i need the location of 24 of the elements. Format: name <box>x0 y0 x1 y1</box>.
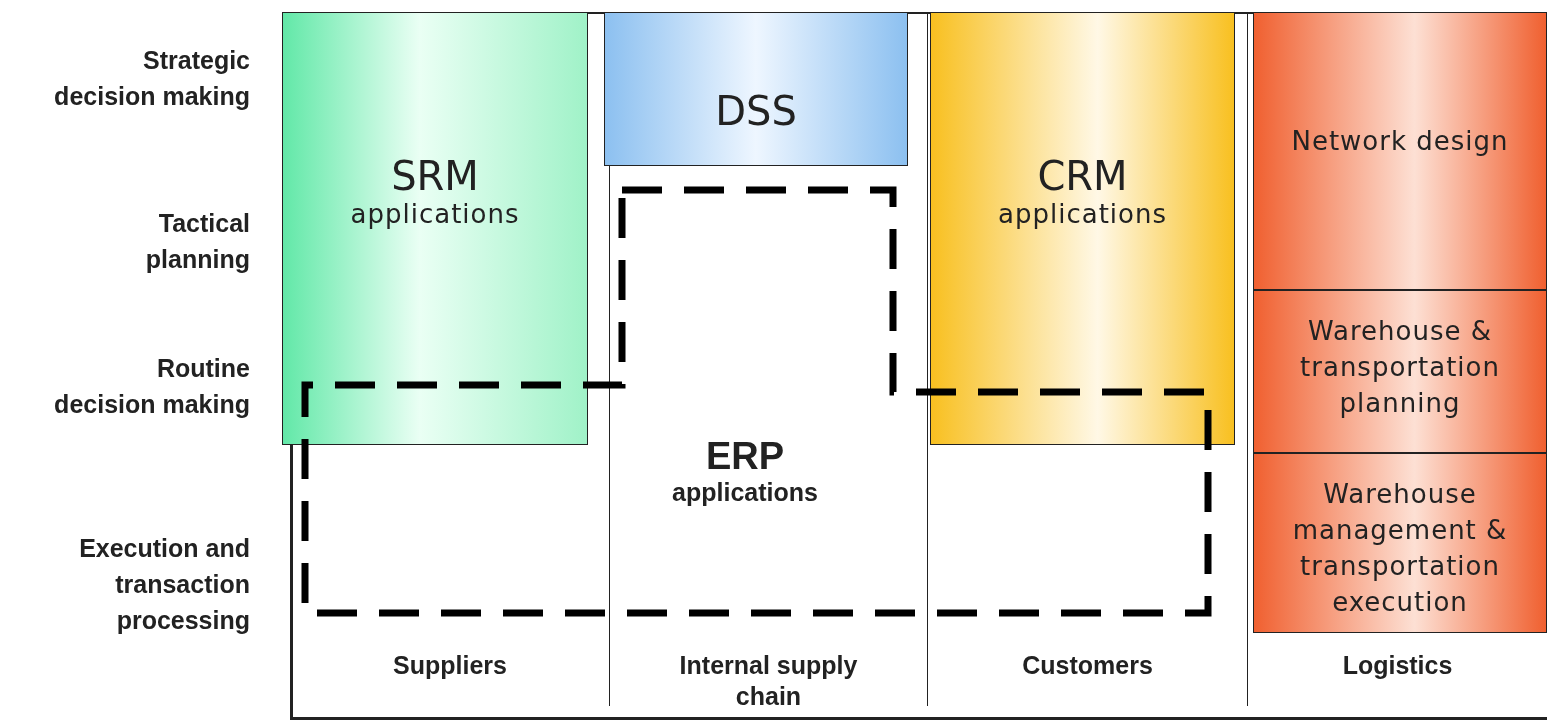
box-label: Warehouse & transportation planning <box>1299 315 1501 420</box>
row-label: Strategic decision making <box>53 45 250 112</box>
box-heading: SRM <box>391 153 479 199</box>
application-box <box>604 12 908 166</box>
column-label: Suppliers <box>392 650 508 681</box>
column-label: Internal supply chain <box>678 650 859 712</box>
box-subtitle: applications <box>998 199 1167 229</box>
column-label: Customers <box>1021 650 1154 681</box>
box-heading: ERP <box>704 435 786 478</box>
row-label: Tactical planning <box>144 208 250 275</box>
application-box <box>282 12 588 445</box>
box-label: Warehouse management & transportation execution <box>1291 478 1509 619</box>
box-subtitle: applications <box>671 478 819 507</box>
logistics-box <box>1253 290 1547 453</box>
row-label: Routine decision making <box>53 353 250 420</box>
box-label: DSS <box>715 88 797 134</box>
column-label: Logistics <box>1341 650 1454 681</box>
box-label: Network design <box>1290 125 1510 158</box>
logistics-box <box>1253 12 1547 290</box>
box-heading: CRM <box>1037 153 1128 199</box>
box-subtitle: applications <box>350 199 520 229</box>
application-box <box>930 12 1235 445</box>
row-label: Execution and transaction processing <box>78 533 250 636</box>
logistics-box <box>1253 453 1547 633</box>
